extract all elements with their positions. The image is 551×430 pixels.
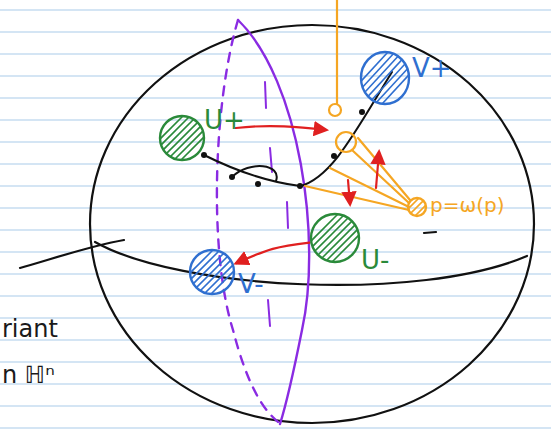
region-circle: [190, 250, 234, 294]
fixed-point: p=ω(p): [406, 190, 546, 220]
region-label: U+: [204, 106, 245, 135]
region-outline: [188, 248, 278, 308]
purple-meridian: [238, 20, 309, 424]
region-circle: [311, 214, 359, 262]
paper-lines: [0, 10, 551, 428]
green-region: U-: [309, 212, 409, 287]
region-label: V+: [412, 54, 452, 83]
orange-orbit: [305, 0, 410, 210]
region-circle: [160, 116, 204, 160]
dash-mark: [424, 232, 436, 233]
region-circle: [408, 198, 426, 216]
equator-stroke: [20, 240, 124, 268]
map-arrow: [236, 243, 309, 264]
note-text: riant: [2, 316, 58, 342]
region-circle: [361, 52, 409, 104]
equator-curve: [95, 242, 527, 285]
note-text: n ℍⁿ: [2, 362, 55, 388]
region-label: V-: [238, 270, 264, 299]
blue-region: V+: [358, 48, 468, 108]
purple-hatch: [265, 82, 288, 326]
blue-region: V-: [188, 248, 278, 308]
region-label: U-: [361, 246, 389, 275]
green-region: U+: [158, 104, 258, 164]
region-outline: [309, 212, 409, 287]
boundary-sphere: [90, 25, 534, 423]
red-arrows: [236, 126, 379, 204]
purple-meridian-back: [217, 20, 278, 422]
region-label: p=ω(p): [430, 194, 505, 216]
